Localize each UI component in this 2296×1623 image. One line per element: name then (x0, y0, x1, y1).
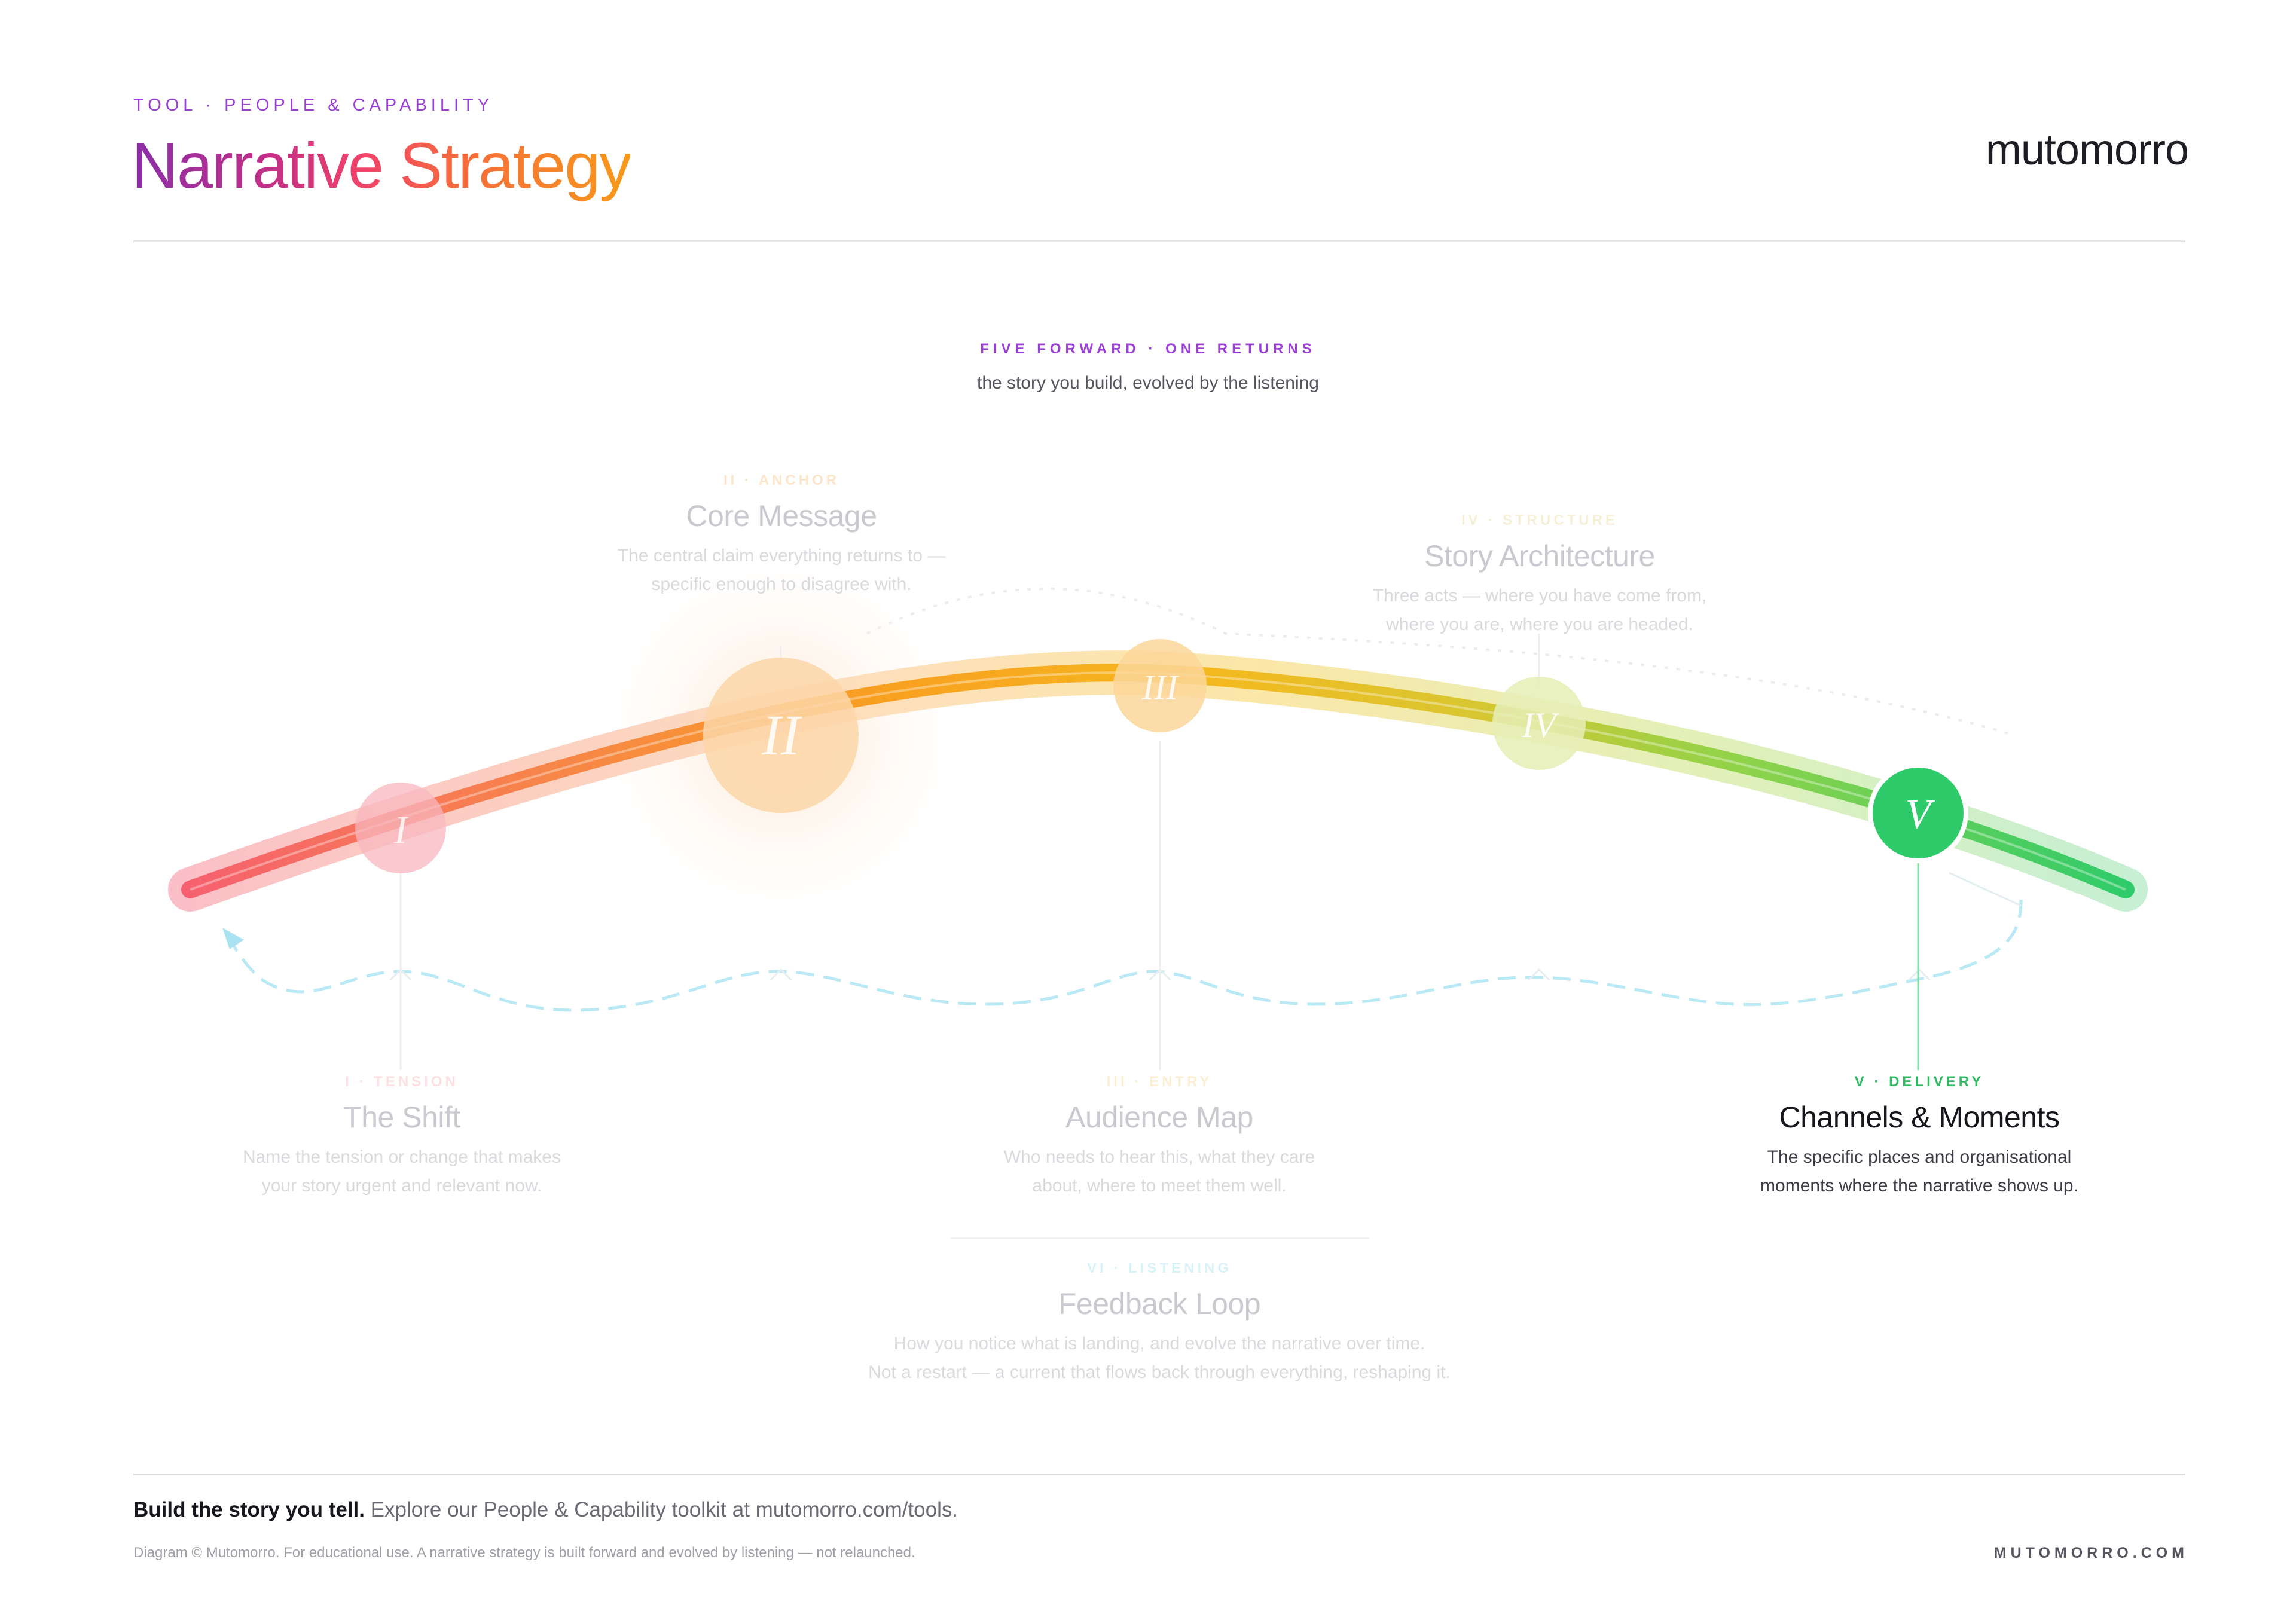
stage-core-message[interactable]: II · ANCHOR Core Message The central cla… (572, 472, 991, 599)
node-1[interactable]: I (355, 783, 446, 873)
footer-cta-bold: Build the story you tell. (133, 1498, 365, 1521)
node-3[interactable]: III (1113, 639, 1207, 732)
node-4[interactable]: IV (1492, 677, 1586, 770)
diagram-subtitle: the story you build, evolved by the list… (976, 373, 1319, 393)
brand-logo[interactable]: mutomorro (1985, 126, 2189, 174)
footer-footnote: Diagram © Mutomorro. For educational use… (133, 1545, 915, 1561)
footer-cta-text: Explore our People & Capability toolkit … (364, 1498, 958, 1521)
stage-tag: III · ENTRY (1106, 1074, 1213, 1090)
node-5[interactable]: V (1868, 763, 1968, 863)
feedback-arrow-head (222, 928, 244, 949)
stage-tag: V · DELIVERY (1854, 1074, 1984, 1090)
stage-description: Who needs to hear this, what they care a… (1003, 1147, 1315, 1196)
footer-cta[interactable]: Build the story you tell. Explore our Pe… (133, 1498, 958, 1522)
header-divider (133, 240, 2185, 242)
stage-name: Channels & Moments (1779, 1101, 2060, 1134)
stage-description: Three acts — where you have come from, w… (1372, 586, 1707, 634)
stage-description: The specific places and organisational m… (1760, 1147, 2078, 1196)
svg-text:V: V (1906, 791, 1935, 838)
stage-the-shift[interactable]: I · TENSION The Shift Name the tension o… (193, 1074, 611, 1200)
stage-name: Feedback Loop (1058, 1287, 1261, 1321)
stage-name: The Shift (343, 1101, 460, 1134)
page-title: Narrative Strategy (132, 129, 631, 201)
stage-story-architecture[interactable]: IV · STRUCTURE Story Architecture Three … (1330, 512, 1749, 639)
stage-channels-moments[interactable]: V · DELIVERY Channels & Moments The spec… (1710, 1074, 2129, 1200)
stage-tag: I · TENSION (345, 1074, 459, 1090)
stage-feedback-loop[interactable]: VI · LISTENING Feedback Loop How you not… (771, 1260, 1548, 1387)
footer-brand-link[interactable]: MUTOMORRO.COM (1993, 1545, 2188, 1561)
stage-description: The central claim everything returns to … (617, 546, 946, 594)
feedback-divider (951, 1237, 1369, 1239)
stage-name: Audience Map (1065, 1101, 1253, 1134)
diagram-tagline: FIVE FORWARD · ONE RETURNS (980, 341, 1316, 357)
eyebrow-label: TOOL · PEOPLE & CAPABILITY (133, 96, 494, 115)
stage-tag: IV · STRUCTURE (1461, 512, 1618, 528)
svg-text:IV: IV (1522, 705, 1560, 745)
stage-description: Name the tension or change that makes yo… (243, 1147, 561, 1196)
node-2[interactable]: II (703, 658, 859, 813)
stage-tag: VI · LISTENING (1086, 1260, 1232, 1276)
footer-divider (133, 1474, 2185, 1475)
feedback-loop-path (228, 899, 2023, 1012)
stage-tag: II · ANCHOR (723, 472, 840, 488)
svg-text:I: I (393, 808, 409, 852)
svg-text:III: III (1141, 668, 1180, 707)
stage-name: Story Architecture (1424, 539, 1655, 573)
feedback-arrow-return (1949, 872, 2022, 907)
svg-text:II: II (761, 703, 802, 767)
stage-description: How you notice what is landing, and evol… (868, 1334, 1451, 1382)
stage-name: Core Message (686, 499, 877, 533)
stage-audience-map[interactable]: III · ENTRY Audience Map Who needs to he… (950, 1074, 1369, 1200)
